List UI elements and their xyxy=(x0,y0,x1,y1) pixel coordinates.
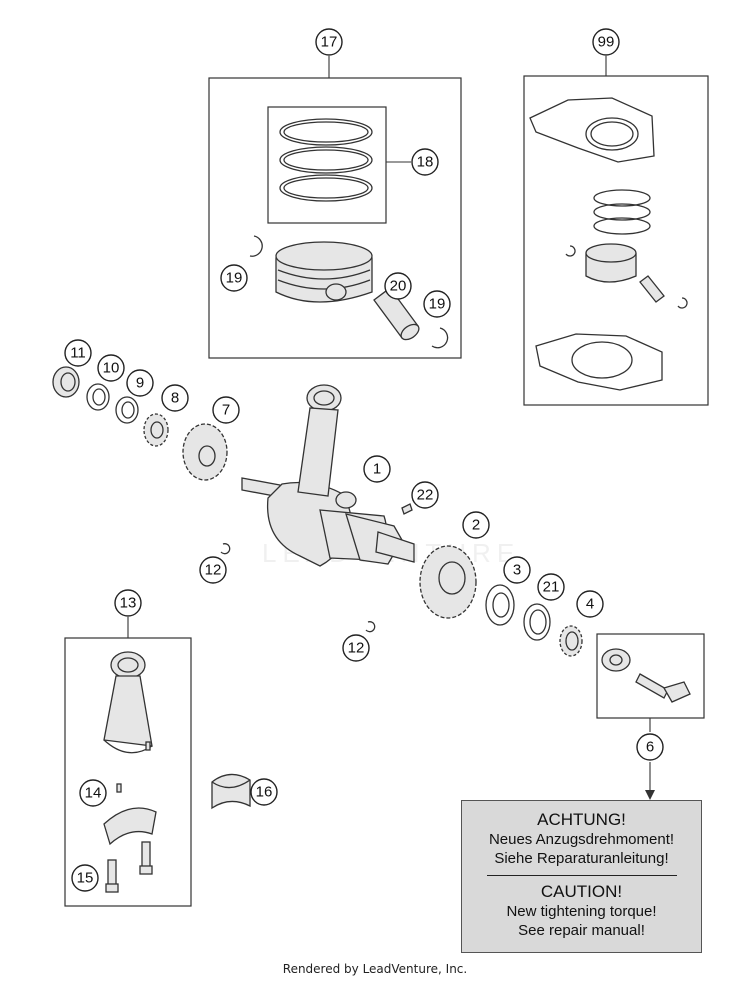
caution-line-en-1: New tightening torque! xyxy=(506,903,657,920)
callout-15: 15 xyxy=(71,864,99,892)
svg-text:12: 12 xyxy=(205,562,222,579)
callout-6: 6 xyxy=(636,733,664,761)
svg-text:13: 13 xyxy=(120,595,137,612)
caution-line-en-2: See repair manual! xyxy=(518,922,645,939)
callout-13: 13 xyxy=(114,589,142,617)
gear-8 xyxy=(143,413,169,447)
piston-rings xyxy=(279,118,373,202)
seal-ring-11 xyxy=(52,366,80,398)
callout-16: 16 xyxy=(250,778,278,806)
callout-9: 9 xyxy=(126,369,154,397)
kit-piston xyxy=(585,243,637,283)
conrod-kit-rod xyxy=(103,651,153,754)
callout-1: 1 xyxy=(363,455,391,483)
callout-2: 2 xyxy=(462,511,490,539)
circlip-19a xyxy=(249,235,263,257)
piston-kit-frame xyxy=(208,77,462,359)
svg-text:9: 9 xyxy=(136,375,144,392)
gasket-kit-frame xyxy=(523,75,709,406)
svg-text:15: 15 xyxy=(77,870,94,887)
svg-text:10: 10 xyxy=(103,360,120,377)
svg-text:19: 19 xyxy=(429,296,446,313)
svg-text:11: 11 xyxy=(70,345,86,362)
kit-rings xyxy=(593,189,651,235)
woodruff-key-22 xyxy=(401,503,413,515)
callout-7: 7 xyxy=(212,396,240,424)
svg-text:12: 12 xyxy=(348,640,365,657)
callout-11: 11 xyxy=(64,339,92,367)
svg-text:7: 7 xyxy=(222,402,230,419)
conrod-bolts-15 xyxy=(105,841,153,893)
svg-text:6: 6 xyxy=(646,739,654,756)
crankshaft xyxy=(241,477,415,567)
callout-21: 21 xyxy=(537,573,565,601)
callout-19b: 19 xyxy=(423,290,451,318)
washer-21 xyxy=(523,603,551,641)
callout-3: 3 xyxy=(503,556,531,584)
caution-title-de: ACHTUNG! xyxy=(537,810,626,829)
callout-20: 20 xyxy=(384,272,412,300)
base-gasket xyxy=(535,333,663,391)
svg-text:16: 16 xyxy=(256,784,273,801)
caution-divider xyxy=(486,875,677,876)
gear-2 xyxy=(419,545,477,619)
circlip-19b xyxy=(431,327,449,349)
svg-text:18: 18 xyxy=(417,154,434,171)
callout-19a: 19 xyxy=(220,264,248,292)
washer-3 xyxy=(485,584,515,626)
caution-line-de-1: Neues Anzugsdrehmoment! xyxy=(488,831,675,848)
svg-text:17: 17 xyxy=(321,34,338,51)
svg-text:1: 1 xyxy=(373,461,381,478)
connecting-rod xyxy=(297,384,342,497)
conrod-cap xyxy=(103,807,157,846)
callout-12a: 12 xyxy=(199,556,227,584)
svg-text:4: 4 xyxy=(586,596,594,613)
callout-22: 22 xyxy=(411,481,439,509)
svg-text:22: 22 xyxy=(417,487,434,504)
bearing-shells-16 xyxy=(211,773,251,810)
caution-title-en: CAUTION! xyxy=(540,882,623,901)
svg-text:20: 20 xyxy=(390,278,407,295)
caution-notice: ACHTUNG! Neues Anzugsdrehmoment! Siehe R… xyxy=(461,800,702,953)
nut-4 xyxy=(559,625,583,657)
callout-17: 17 xyxy=(315,28,343,56)
head-gasket xyxy=(529,97,655,163)
conrod-pin-14 xyxy=(116,783,122,793)
callout-99: 99 xyxy=(592,28,620,56)
callout-14: 14 xyxy=(79,779,107,807)
svg-text:21: 21 xyxy=(543,579,560,596)
callout-12b: 12 xyxy=(342,634,370,662)
callout-10: 10 xyxy=(97,354,125,382)
caution-line-de-2: Siehe Reparaturanleitung! xyxy=(494,850,669,867)
piston xyxy=(275,241,373,303)
svg-text:2: 2 xyxy=(472,517,480,534)
callout-18: 18 xyxy=(411,148,439,176)
svg-text:99: 99 xyxy=(598,34,615,51)
conrod-pin xyxy=(145,741,151,751)
svg-text:8: 8 xyxy=(171,390,179,407)
washer-9 xyxy=(115,396,139,424)
bearing-shell-12b xyxy=(365,621,376,633)
screw-kit-frame xyxy=(596,633,705,719)
piston-rings-frame xyxy=(267,106,387,224)
washer-10 xyxy=(86,383,110,411)
svg-text:14: 14 xyxy=(85,785,102,802)
svg-text:19: 19 xyxy=(226,270,243,287)
svg-text:3: 3 xyxy=(513,562,521,579)
gear-7 xyxy=(182,423,228,481)
screw-kit-parts xyxy=(601,648,691,703)
footer-credit: Rendered by LeadVenture, Inc. xyxy=(282,962,468,976)
callout-4: 4 xyxy=(576,590,604,618)
piston-pin xyxy=(373,287,420,341)
callout-8: 8 xyxy=(161,384,189,412)
bearing-shell-12a xyxy=(220,543,231,555)
